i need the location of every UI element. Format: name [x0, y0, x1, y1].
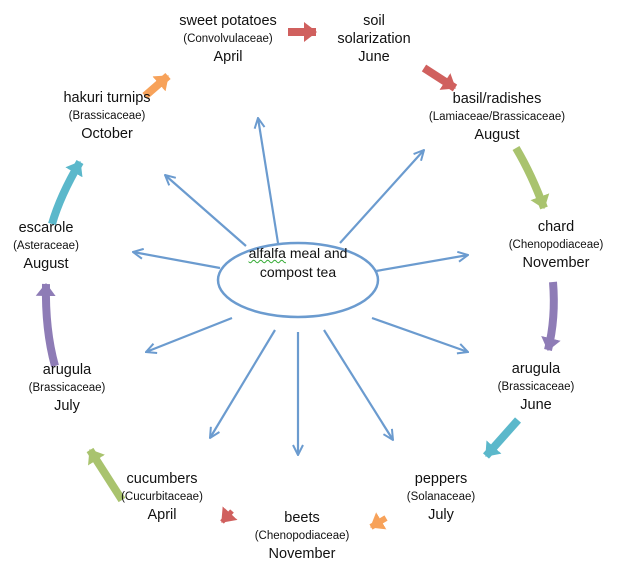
cycle-arrow	[220, 506, 238, 524]
center-line2: compost tea	[259, 264, 337, 280]
node-month: November	[522, 255, 590, 271]
spoke-arrow	[210, 329, 276, 438]
node-soil-solarization: soil solarization June	[337, 12, 410, 66]
cycle-arrow	[512, 145, 550, 210]
node-family: (Solanaceae)	[406, 491, 476, 503]
node-family: (Cucurbitaceae)	[121, 491, 203, 503]
cycle-arrow	[483, 417, 521, 459]
spoke-arrow	[165, 175, 247, 247]
node-name: arugula	[511, 361, 561, 377]
cycle-arrow	[369, 512, 388, 530]
node-month: November	[268, 546, 336, 562]
node-name: peppers	[414, 471, 468, 487]
node-name: arugula	[42, 362, 92, 378]
node-month: October	[81, 126, 133, 142]
node-name: soil	[363, 13, 385, 29]
node-family: (Asteraceae)	[13, 240, 79, 252]
node-cucumbers: cucumbers (Cucurbitaceae) April	[121, 470, 203, 524]
cycle-arrow	[86, 447, 126, 503]
node-name: basil/radishes	[452, 91, 542, 107]
spoke-arrow	[375, 255, 468, 273]
center-ellipse	[216, 241, 380, 319]
node-basil-radishes: basil/radishes (Lamiaceae/Brassicaceae) …	[429, 90, 565, 144]
node-month: April	[147, 507, 177, 523]
node-name: chard	[537, 219, 575, 235]
node-name: sweet potatoes	[179, 13, 277, 29]
node-name: escarole	[18, 220, 74, 236]
spoke-arrow	[133, 252, 221, 270]
node-family: (Convolvulaceae)	[183, 33, 273, 45]
node-month: July	[54, 398, 80, 414]
node-name: cucumbers	[126, 471, 198, 487]
node-family: (Lamiaceae/Brassicaceae)	[428, 111, 566, 123]
node-family: (Brassicaceae)	[28, 382, 106, 394]
node-beets: beets (Chenopodiaceae) November	[255, 509, 350, 563]
cycle-arrow	[142, 72, 171, 100]
node-hakuri-turnips: hakuri turnips (Brassicaceae) October	[63, 89, 150, 143]
node-arugula-july: arugula (Brassicaceae) July	[29, 361, 106, 415]
node-month: June	[520, 397, 552, 413]
node-chard: chard (Chenopodiaceae) November	[509, 218, 604, 272]
cycle-arrow	[48, 159, 84, 226]
cycle-arrow	[421, 64, 458, 92]
node-month: July	[428, 507, 454, 523]
node-family: (Chenopodiaceae)	[508, 239, 604, 251]
node-month: August	[23, 256, 69, 272]
spoke-arrow	[146, 316, 233, 352]
center-label: alfalfa meal and compost tea	[218, 244, 378, 282]
node-name: hakuri turnips	[63, 90, 151, 106]
node-name: beets	[284, 510, 320, 526]
cycle-arrow	[541, 281, 561, 351]
node-family: (Chenopodiaceae)	[254, 530, 350, 542]
cycle-arrow	[35, 283, 59, 368]
node-month: April	[213, 49, 243, 65]
spoke-arrow	[371, 316, 468, 352]
node-escarole: escarole (Asteraceae) August	[13, 219, 79, 273]
node-peppers: peppers (Solanaceae) July	[407, 470, 475, 524]
node-arugula-june: arugula (Brassicaceae) June	[498, 360, 575, 414]
spoke-arrow	[323, 329, 393, 440]
node-family: solarization	[337, 31, 411, 47]
center-word-alfalfa: alfalfa	[248, 245, 286, 261]
node-month: June	[358, 49, 390, 65]
node-family: (Brassicaceae)	[68, 110, 146, 122]
node-month: August	[474, 127, 520, 143]
spoke-arrow	[258, 118, 280, 244]
center-line1-rest: meal and	[285, 245, 348, 261]
spoke-arrow	[339, 150, 424, 244]
node-sweet-potatoes: sweet potatoes (Convolvulaceae) April	[179, 12, 277, 66]
node-family: (Brassicaceae)	[497, 381, 575, 393]
